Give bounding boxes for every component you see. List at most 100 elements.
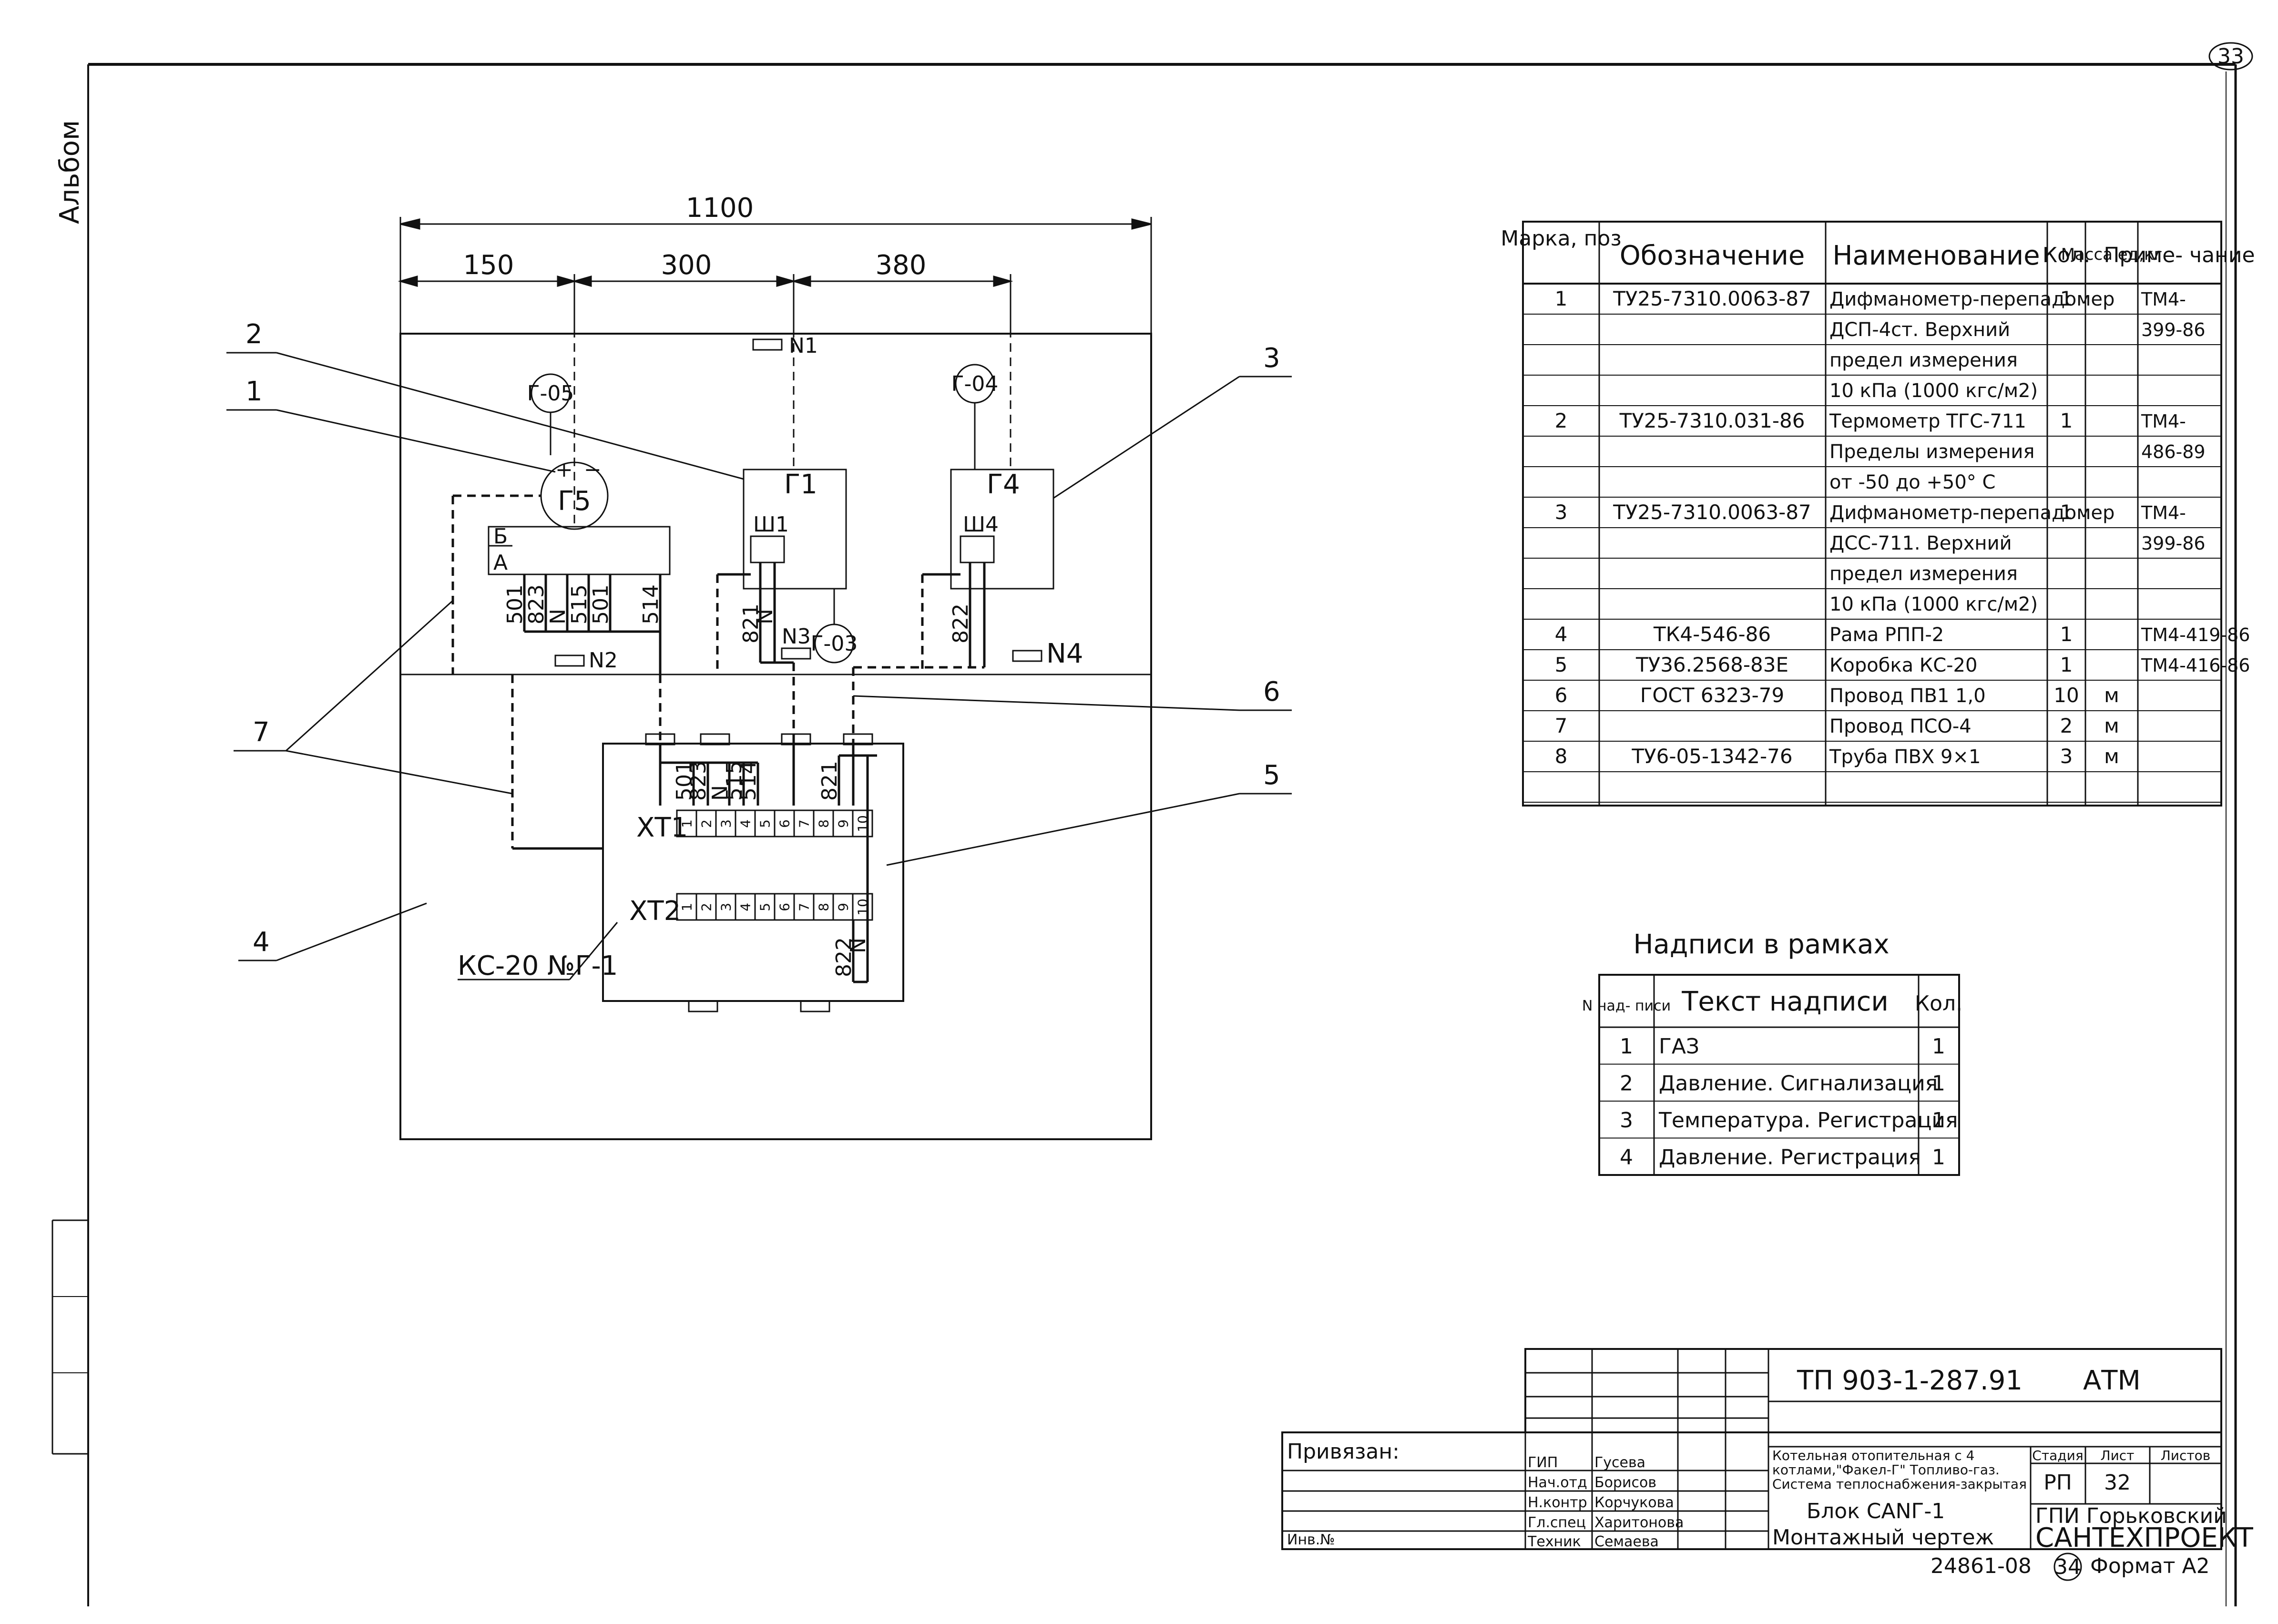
svg-text:N: N bbox=[846, 938, 870, 953]
svg-text:821: 821 bbox=[817, 761, 842, 801]
spec-cell: Рама РПП-2 bbox=[1829, 624, 1944, 646]
spec-cell: ТМ4- bbox=[2141, 411, 2186, 432]
terminal-number: 4 bbox=[738, 903, 754, 911]
spec-cell: м bbox=[2104, 745, 2119, 768]
spec-cell: 10 bbox=[2053, 684, 2079, 707]
frames-h-qty: Кол. bbox=[1915, 991, 1962, 1016]
instrument-g4 bbox=[852, 286, 1054, 744]
spec-cell: 486-89 bbox=[2141, 441, 2206, 462]
xt1-label: ХТ1 bbox=[636, 812, 688, 843]
terminal-number: 4 bbox=[738, 819, 754, 828]
spec-cell: 2 bbox=[2060, 714, 2073, 737]
tb-code: ТП 903-1-287.91 bbox=[1797, 1365, 2023, 1396]
frames-cell: 1 bbox=[1932, 1072, 1945, 1096]
frames-cell: 1 bbox=[1932, 1034, 1945, 1059]
frames-cell: 1 bbox=[1620, 1034, 1633, 1059]
svg-text:501: 501 bbox=[672, 761, 696, 801]
wire-n-panel: N bbox=[753, 609, 777, 624]
dim-total: 1100 bbox=[686, 193, 754, 224]
box-name: КС-20 №Г-1 bbox=[458, 950, 618, 981]
spec-cell: ТК4-546-86 bbox=[1653, 623, 1771, 646]
terminal-number: 2 bbox=[699, 903, 715, 911]
sheet-mark: 33 bbox=[2208, 42, 2253, 71]
spec-cell: 3 bbox=[2060, 745, 2073, 768]
svg-text:Обозначение: Обозначение bbox=[1620, 240, 1805, 271]
connector-sh1: Ш1 bbox=[753, 512, 789, 537]
spec-cell: Труба ПВХ 9×1 bbox=[1829, 746, 1981, 768]
frames-h-n: N над- писи bbox=[1582, 998, 1671, 1014]
svg-text:Марка, поз: Марка, поз bbox=[1501, 226, 1621, 251]
spec-cell: от -50 до +50° С bbox=[1829, 471, 1995, 493]
terminal-number: 9 bbox=[836, 819, 851, 828]
spec-cell: 1 bbox=[2060, 409, 2073, 432]
spec-cell: 399-86 bbox=[2141, 319, 2206, 340]
staff-name: Харитонова bbox=[1594, 1514, 1684, 1531]
tb-sheet-h: Лист bbox=[2101, 1448, 2135, 1463]
dim-150: 150 bbox=[463, 250, 514, 281]
svg-text:501: 501 bbox=[589, 584, 613, 624]
spec-cell: ТМ4-419-86 bbox=[2141, 624, 2250, 645]
spec-cell: ТУ25-7310.0063-87 bbox=[1613, 287, 1811, 310]
svg-text:Кол.: Кол. bbox=[2043, 243, 2090, 267]
tb-format: Формат А2 bbox=[2090, 1554, 2210, 1578]
terminal-number: 7 bbox=[797, 819, 812, 828]
tag-g04: Г-04 bbox=[951, 372, 999, 396]
terminal-number: 5 bbox=[757, 819, 773, 828]
nameplate-n4: N4 bbox=[1046, 638, 1083, 669]
terminal-number: 1 bbox=[679, 903, 695, 911]
title-block bbox=[1281, 1348, 2222, 1550]
terminal-number: 8 bbox=[816, 819, 832, 828]
tb-inv-number: 24861-08 bbox=[1931, 1554, 2032, 1578]
staff-role: Н.контр bbox=[1528, 1494, 1587, 1511]
strip-a: А bbox=[493, 551, 508, 575]
frames-table-title: Надписи в рамках bbox=[1633, 929, 1889, 960]
terminal-strip-ba bbox=[488, 526, 671, 575]
spec-cell: предел измерения bbox=[1829, 563, 2018, 585]
spec-table bbox=[1522, 221, 2222, 807]
spec-cell: 10 кПа (1000 кгс/м2) bbox=[1829, 593, 2038, 615]
terminal-number: 3 bbox=[718, 819, 734, 828]
dim-380: 380 bbox=[876, 250, 927, 281]
svg-text:N: N bbox=[708, 785, 732, 801]
tb-page: 34 bbox=[2053, 1553, 2082, 1581]
svg-text:515: 515 bbox=[722, 761, 746, 801]
spec-cell: ДСС-711. Верхний bbox=[1829, 532, 2012, 554]
callout-leaders bbox=[226, 352, 1292, 961]
instrument-g1 bbox=[716, 286, 854, 744]
terminal-number: 10 bbox=[855, 899, 871, 916]
frames-cell: 1 bbox=[1932, 1145, 1945, 1170]
svg-text:823: 823 bbox=[524, 584, 549, 624]
spec-cell: 1 bbox=[1555, 287, 1568, 310]
wire-labels-left: 501 823 N 515 501 514 bbox=[503, 584, 663, 624]
spec-cell: ТУ6-05-1342-76 bbox=[1631, 745, 1792, 768]
frames-cell: Давление. Регистрация bbox=[1659, 1145, 1921, 1170]
spec-cell: ТМ4-416-86 bbox=[2141, 655, 2250, 676]
spec-cell: ДСП-4ст. Верхний bbox=[1829, 319, 2010, 341]
frames-cell: 2 bbox=[1620, 1072, 1633, 1096]
staff-role: Гл.спец bbox=[1528, 1514, 1586, 1531]
staff-name: Борисов bbox=[1594, 1474, 1656, 1491]
frames-cell: Температура. Регистрация bbox=[1658, 1108, 1958, 1133]
spec-cell: Коробка КС-20 bbox=[1829, 654, 1977, 676]
spec-cell: 10 кПа (1000 кгс/м2) bbox=[1829, 380, 2038, 402]
svg-text:501: 501 bbox=[503, 584, 527, 624]
spec-cell: 1 bbox=[2060, 653, 2073, 676]
spec-cell: Дифманометр-перепадомер bbox=[1829, 502, 2115, 524]
callout-1: 1 bbox=[245, 376, 263, 407]
tb-org2: САНТЕХПРОЕКТ bbox=[2035, 1522, 2254, 1553]
frames-cell: 1 bbox=[1932, 1108, 1945, 1133]
tb-section: АТМ bbox=[2083, 1365, 2141, 1396]
spec-cell: 1 bbox=[2060, 500, 2073, 524]
g5-minus: − bbox=[584, 458, 602, 482]
callout-7: 7 bbox=[253, 717, 270, 748]
staff-name: Корчукова bbox=[1594, 1494, 1674, 1511]
callout-6: 6 bbox=[1263, 676, 1280, 707]
callout-3: 3 bbox=[1263, 343, 1280, 374]
spec-cell: ТУ36.2568-83Е bbox=[1635, 653, 1788, 676]
spec-cell: ТУ25-7310.031-86 bbox=[1619, 409, 1805, 432]
staff-name: Семаева bbox=[1594, 1533, 1659, 1550]
spec-cell: 2 bbox=[1555, 409, 1568, 432]
staff-name: Гусева bbox=[1594, 1454, 1645, 1471]
